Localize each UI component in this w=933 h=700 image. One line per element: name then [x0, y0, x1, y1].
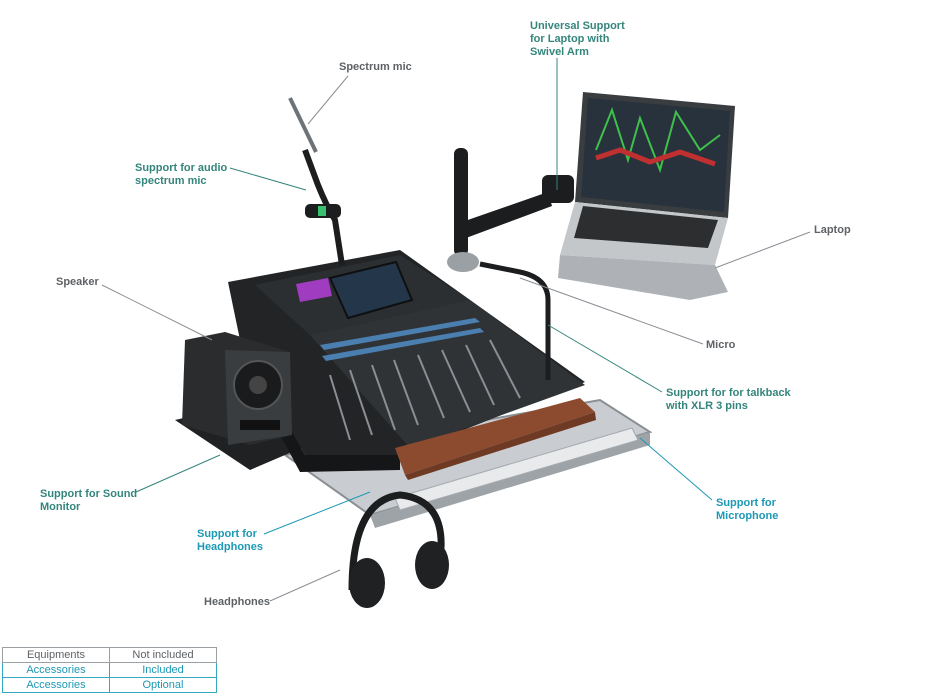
spectrum-mic-stand — [288, 97, 345, 266]
label-support-sound-monitor: Support for Sound Monitor — [40, 488, 138, 513]
legend-row-accessories-included: Accessories Included — [2, 662, 217, 678]
label-support-audio-spectrum-mic: Support for audio spectrum mic — [135, 162, 228, 187]
speaker — [182, 332, 292, 445]
legend-row-accessories-optional: Accessories Optional — [2, 677, 217, 693]
label-spectrum-mic: Spectrum mic — [339, 61, 412, 73]
leader-lines — [101, 58, 811, 602]
legend-category: Accessories — [2, 677, 110, 693]
label-support-microphone: Support for Microphone — [716, 497, 779, 522]
laptop — [558, 92, 735, 300]
swivel-arm — [454, 148, 574, 256]
talkback-microphone — [447, 252, 551, 380]
legend-status: Optional — [109, 677, 217, 693]
legend-status: Not included — [109, 647, 217, 663]
mixing-console — [228, 250, 596, 480]
headphones — [348, 491, 449, 608]
legend-category: Equipments — [2, 647, 110, 663]
legend-row-equipments: Equipments Not included — [2, 647, 217, 663]
label-support-talkback: Support for for talkback with XLR 3 pins — [666, 387, 791, 412]
console-screen — [328, 260, 414, 320]
label-micro: Micro — [706, 339, 736, 351]
label-speaker: Speaker — [56, 276, 99, 288]
label-support-headphones: Support for Headphones — [197, 528, 264, 553]
legend-status: Included — [109, 662, 217, 678]
label-universal-support-laptop: Universal Support for Laptop with Swivel… — [530, 20, 625, 58]
legend-table: Equipments Not included Accessories Incl… — [2, 647, 217, 693]
legend-category: Accessories — [2, 662, 110, 678]
armrest — [395, 398, 595, 475]
label-headphones: Headphones — [204, 596, 271, 608]
label-laptop: Laptop — [814, 224, 851, 236]
